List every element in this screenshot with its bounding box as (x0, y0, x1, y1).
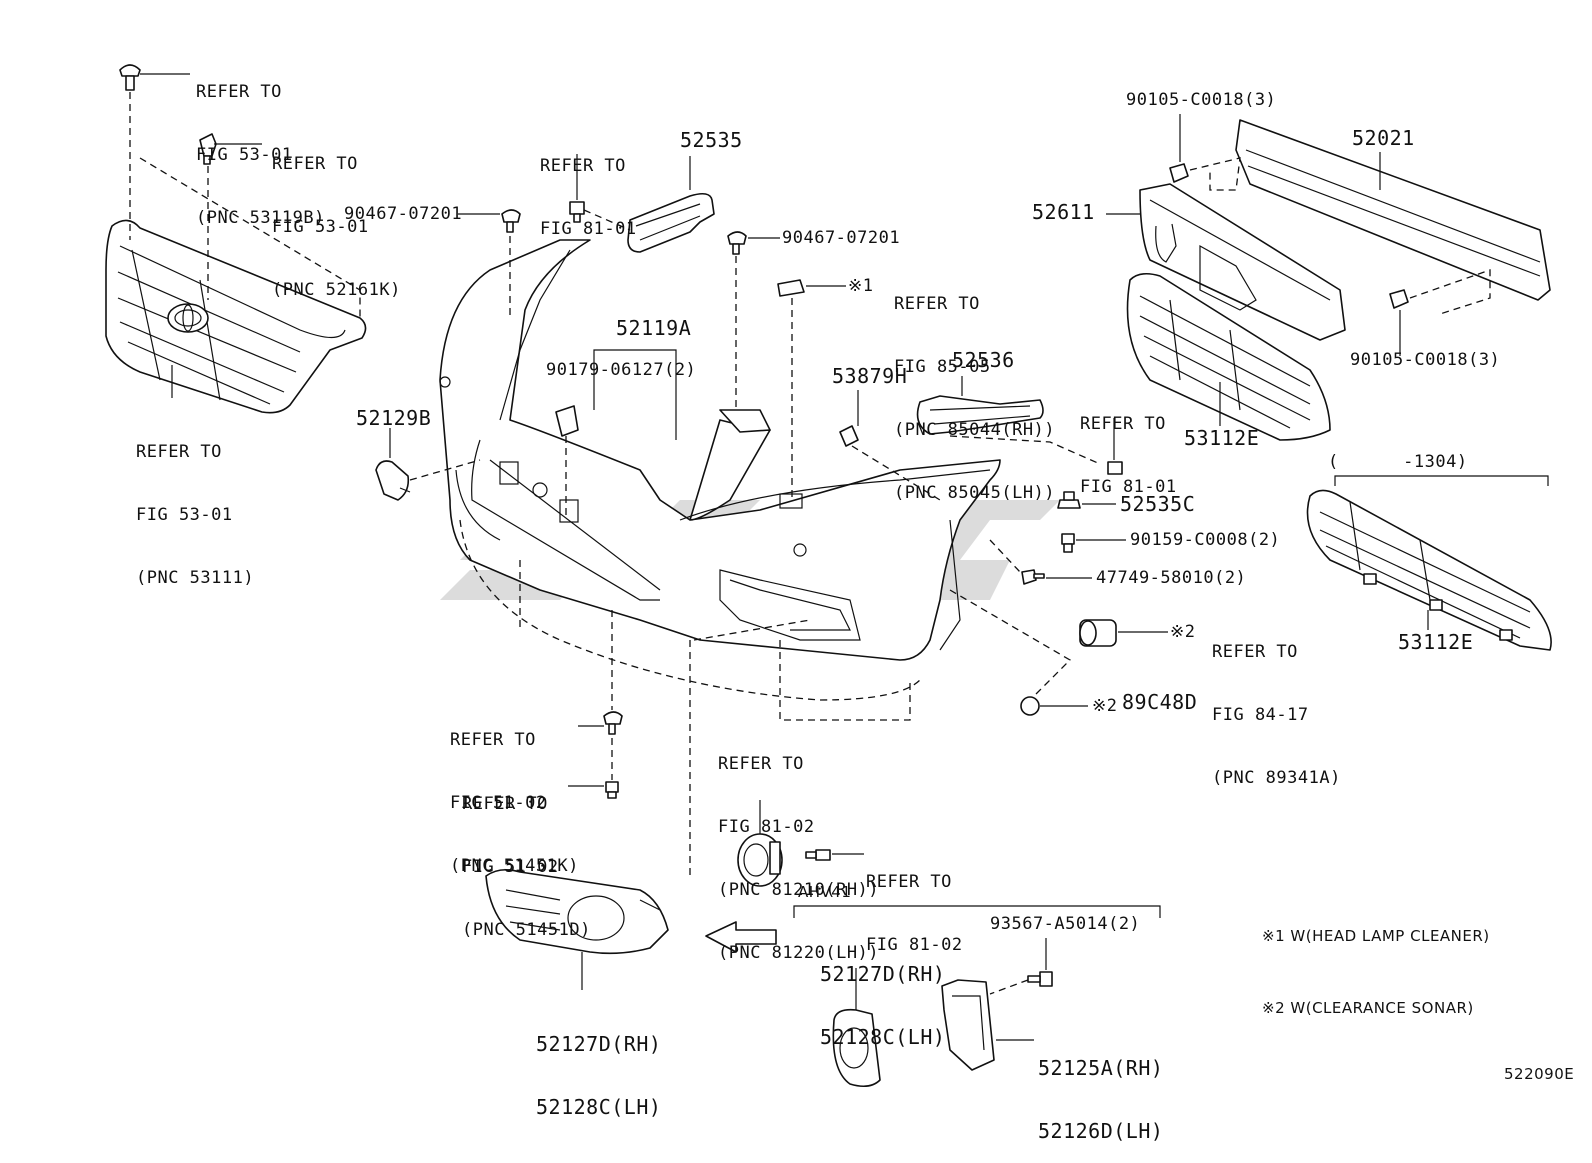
refer-label-52161k: REFER TO FIG 53-01 (PNC 52161K) (272, 154, 401, 300)
bumper-reinforcement-52021 (1235, 119, 1551, 301)
refer-label-84-17: REFER TO FIG 84-17 (PNC 89341A) (1212, 642, 1341, 788)
refer-label-81-02-small: REFER TO FIG 81-02 (866, 872, 963, 955)
fog-lamp-bezel-ahv41 (832, 1008, 881, 1088)
refer-label-81-02-top: REFER TO FIG 81-02 (PNC 81210(RH)) (PNC … (718, 754, 880, 963)
lower-grille-53112e-variant (1306, 489, 1552, 651)
part-number-52119a: 52119A (616, 316, 692, 340)
part-number-52021: 52021 (1352, 126, 1415, 150)
part-number-93567: 93567-A5014(2) (990, 914, 1141, 934)
clip-icon (501, 209, 521, 233)
variant-range-label: ( -1304) (1328, 452, 1468, 472)
part-number-52535: 52535 (680, 128, 743, 152)
part-number-52611: 52611 (1032, 200, 1095, 224)
refer-label-85-05: REFER TO FIG 85-05 (PNC 85044(RH)) (PNC … (894, 294, 1056, 503)
bumper-bracket-52535 (627, 192, 715, 253)
bolt-icon (605, 781, 619, 799)
note-mark-2b: ※2 (1092, 696, 1118, 716)
part-number-53112e-top: 53112E (1184, 426, 1260, 450)
toyota-emblem-icon (167, 303, 209, 333)
refer-label-53111: REFER TO FIG 53-01 (PNC 53111) (136, 442, 255, 588)
clip-icon (839, 425, 859, 447)
headlamp-cleaner-cap (777, 279, 805, 297)
part-number-90467-right: 90467-07201 (782, 228, 901, 248)
bumper-exploded-diagram (105, 64, 1552, 1088)
diagram-code: 522090E (1504, 1065, 1575, 1083)
note-mark-1: ※1 (848, 276, 874, 296)
bolt-icon (1061, 533, 1075, 553)
part-number-53879h: 53879H (832, 364, 908, 388)
part-number-52127d-inset: 52127D(RH) 52128C(LH) (820, 962, 946, 1049)
part-number-90105-bottom: 90105-C0018(3) (1350, 350, 1501, 370)
fog-lamp-bracket (941, 979, 995, 1071)
tow-hook-cover (375, 460, 411, 501)
part-number-90179: 90179-06127(2) (546, 360, 697, 380)
refer-label-51451k: REFER TO FIG 51-02 (PNC 51451K) (450, 730, 579, 876)
part-number-90159: 90159-C0008(2) (1130, 530, 1281, 550)
part-number-52125a: 52125A(RH) 52126D(LH) (1038, 1056, 1164, 1143)
refer-label-81-01-top: REFER TO FIG 81-01 (540, 156, 637, 239)
front-bumper-cover (439, 239, 1001, 661)
retainer-bracket (719, 409, 771, 433)
energy-absorber-52611 (1139, 183, 1346, 341)
nut-icon (1057, 491, 1081, 509)
bolt-icon (805, 849, 831, 861)
refer-label-53119b: REFER TO FIG 53-01 (PNC 53119B) (196, 82, 325, 228)
bolt-icon (1169, 163, 1189, 183)
clip-icon (603, 711, 623, 735)
upper-grille (105, 219, 367, 414)
bolt-icon (569, 201, 585, 223)
variant-bracket (1334, 475, 1549, 486)
bolt-icon (1107, 461, 1123, 475)
note-mark-2a: ※2 (1170, 622, 1196, 642)
part-number-89c48d: 89C48D (1122, 690, 1198, 714)
clip-icon (119, 64, 141, 91)
bolt-icon (1021, 569, 1045, 585)
clip-icon (727, 231, 747, 255)
part-number-52536: 52536 (952, 348, 1015, 372)
bolt-icon (1027, 971, 1053, 987)
part-number-52127d-bottom: 52127D(RH) 52128C(LH) (536, 1032, 662, 1119)
part-number-52129b: 52129B (356, 406, 432, 430)
refer-label-81-01-right: REFER TO FIG 81-01 (1080, 414, 1177, 497)
footnotes: ※1 W(HEAD LAMP CLEANER) ※2 W(CLEARANCE S… (1262, 927, 1490, 1017)
clip-icon (199, 133, 217, 165)
lower-grille-53112e (1126, 272, 1331, 441)
fog-lamp-bezel (485, 868, 669, 955)
part-number-53112e-side: 53112E (1398, 630, 1474, 654)
retainer-clip-90179 (555, 405, 579, 437)
part-number-47749: 47749-58010(2) (1096, 568, 1247, 588)
bolt-icon (1389, 289, 1409, 309)
bumper-bracket-52536 (916, 395, 1044, 435)
part-number-52535c: 52535C (1120, 492, 1196, 516)
part-number-90105-top: 90105-C0018(3) (1126, 90, 1277, 110)
variant-label-ahv41: AHV41 (798, 883, 852, 901)
sensor-icon (1079, 619, 1117, 647)
refer-label-51451d: REFER TO FIG 51-02 (PNC 51451D) (462, 794, 591, 940)
arrow-icon (705, 921, 777, 953)
sensor-retainer-icon (1020, 696, 1040, 716)
part-number-90467-left: 90467-07201 (344, 204, 463, 224)
